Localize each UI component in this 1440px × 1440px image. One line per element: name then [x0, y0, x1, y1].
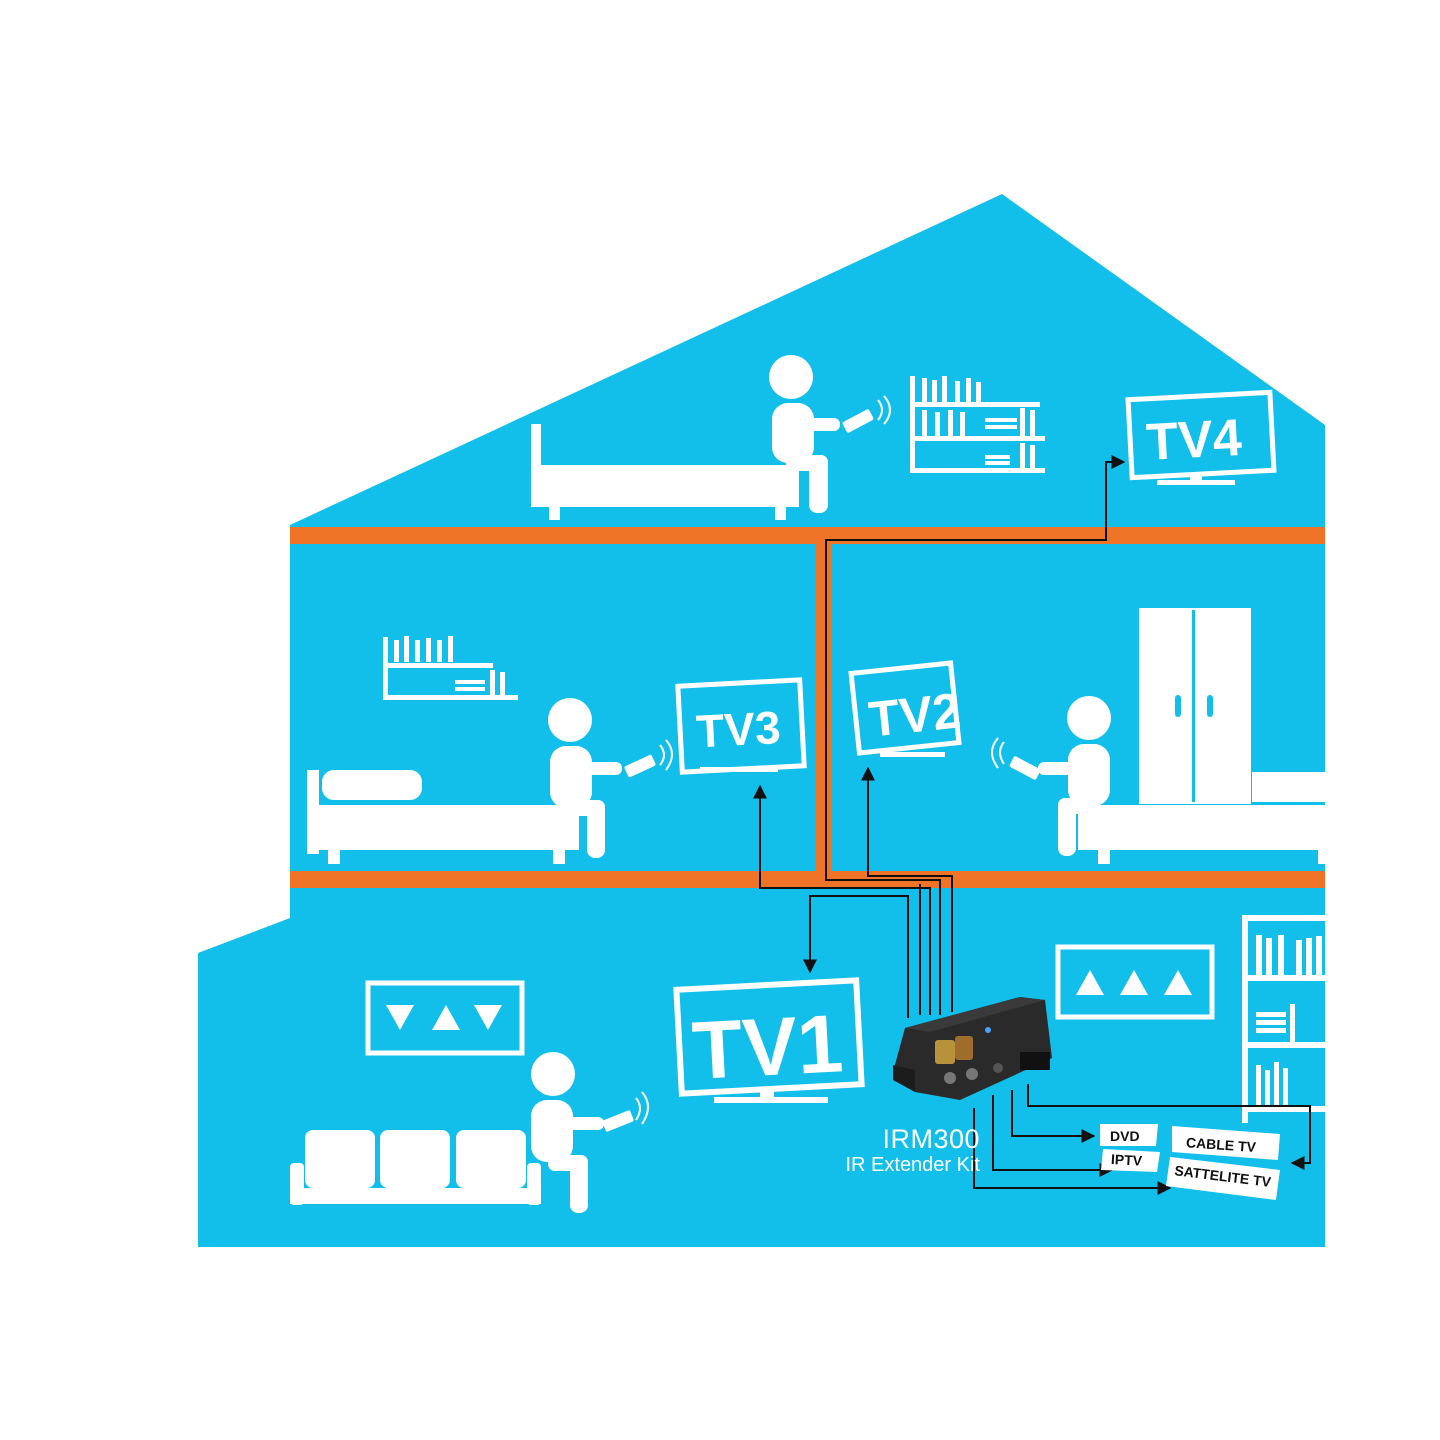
tv4-icon [1125, 389, 1277, 485]
tv2-icon [848, 660, 962, 757]
tv4-label: TV4 [1145, 409, 1243, 472]
tv1-icon [673, 977, 865, 1103]
tv2-label: TV2 [866, 682, 963, 747]
bed-icon [307, 770, 579, 864]
arrow-buttons-icon [1055, 944, 1215, 1020]
sofa-icon [290, 1130, 541, 1205]
arrow-buttons-icon [365, 980, 525, 1056]
bookshelf-icon [910, 376, 1045, 473]
device-model: IRM300 [882, 1124, 980, 1154]
remote-control-icon [842, 395, 891, 433]
source-label-cable-tv: CABLE TV [1186, 1134, 1258, 1155]
seated-person-icon [769, 355, 840, 513]
remote-control-icon [602, 1091, 649, 1132]
remote-control-icon [624, 739, 673, 778]
seated-person-icon [531, 1052, 604, 1213]
wardrobe-icon [1139, 608, 1251, 804]
remote-control-icon [991, 737, 1041, 780]
bookshelf-icon [1242, 915, 1325, 1123]
bed-icon [531, 424, 799, 520]
device-caption: IRM300 IR Extender Kit [800, 1124, 980, 1176]
source-label-dvd: DVD [1110, 1128, 1140, 1144]
source-label-iptv: IPTV [1111, 1151, 1144, 1169]
seated-person-icon [548, 698, 622, 858]
tv3-icon [675, 677, 807, 775]
ir-wiring [753, 455, 1311, 1195]
tv1-label: TV1 [690, 998, 845, 1097]
irm300-device [893, 997, 1052, 1100]
bookshelf-icon [383, 636, 518, 700]
device-subtitle: IR Extender Kit [845, 1154, 980, 1176]
bed-icon [1078, 772, 1325, 864]
tv3-label: TV3 [695, 701, 782, 757]
source-labels [1100, 1124, 1280, 1200]
